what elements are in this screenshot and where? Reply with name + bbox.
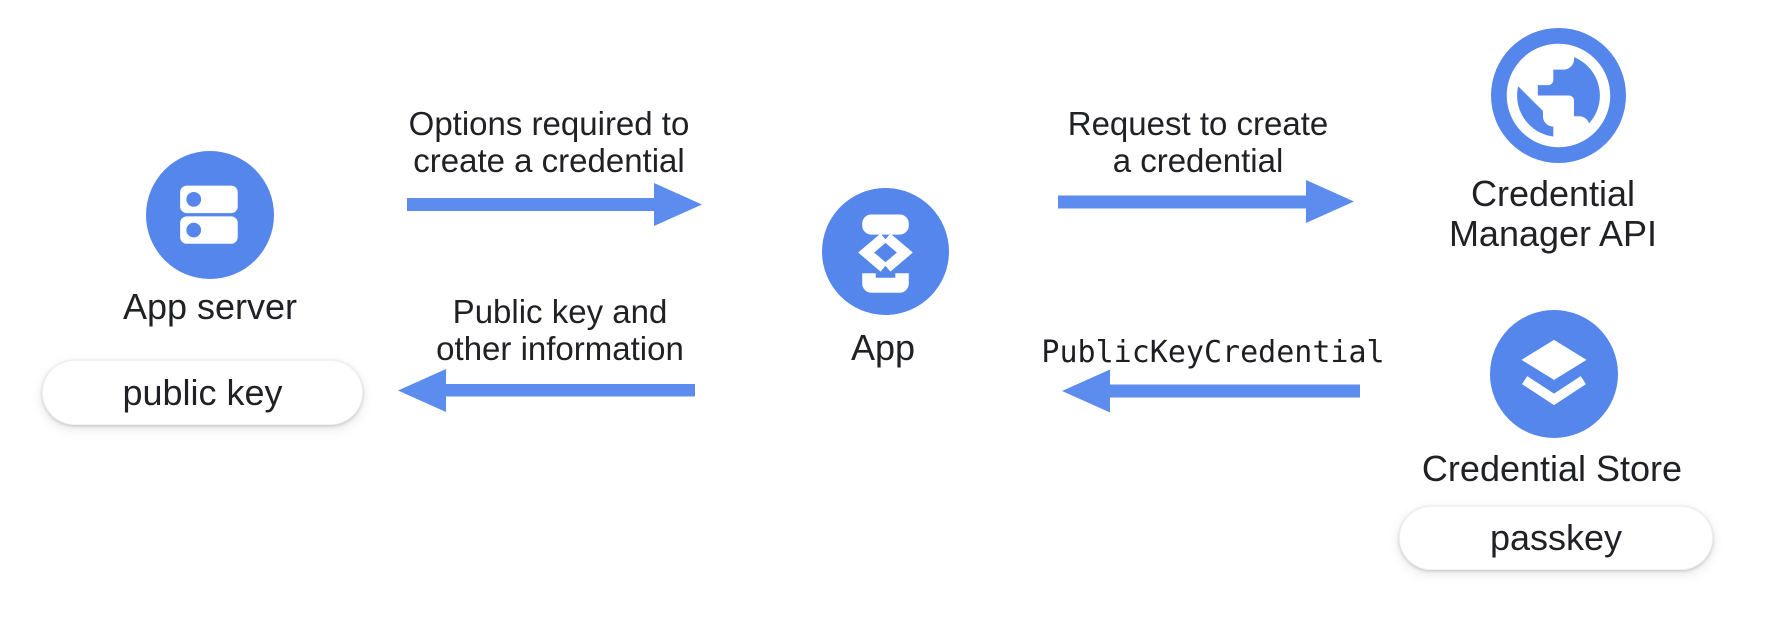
credential-store-node bbox=[1490, 310, 1618, 438]
publickeycredential-annotation: PublicKeyCredential bbox=[1041, 335, 1385, 370]
request-annotation: Request to create a credential bbox=[1068, 105, 1329, 179]
credential-store-label: Credential Store bbox=[1421, 448, 1683, 489]
request-annotation-line1: Request to create bbox=[1067, 105, 1329, 142]
public-key-badge: public key bbox=[42, 360, 363, 425]
passkey-badge: passkey bbox=[1399, 506, 1713, 570]
arrow-options-right bbox=[407, 183, 702, 226]
options-annotation-line1: Options required to bbox=[408, 105, 690, 142]
options-annotation: Options required to create a credential bbox=[409, 105, 690, 179]
passkey-badge-text: passkey bbox=[1489, 517, 1623, 558]
phone-code-icon bbox=[858, 214, 913, 293]
layer-stack-icon bbox=[1521, 339, 1587, 406]
app-server-label: App server bbox=[122, 286, 298, 327]
app-server-node bbox=[146, 151, 274, 279]
arrow-request-right bbox=[1058, 180, 1354, 223]
credential-manager-api-label-line1: Credential bbox=[1470, 173, 1636, 214]
request-annotation-line2: a credential bbox=[1112, 142, 1284, 179]
arrow-public-key-left bbox=[398, 369, 695, 412]
server-icon bbox=[180, 185, 238, 244]
app-node bbox=[822, 188, 949, 315]
app-label: App bbox=[850, 327, 916, 368]
options-annotation-line2: create a credential bbox=[413, 142, 685, 179]
arrow-publickeycredential-left bbox=[1062, 369, 1360, 413]
credential-manager-api-label-line2: Manager API bbox=[1448, 213, 1658, 254]
public-key-info-line1: Public key and bbox=[452, 293, 668, 330]
public-key-info-annotation: Public key and other information bbox=[436, 293, 684, 367]
credential-manager-api-label: Credential Manager API bbox=[1449, 174, 1657, 254]
public-key-badge-text: public key bbox=[122, 371, 283, 413]
globe-icon bbox=[1506, 43, 1611, 148]
public-key-info-line2: other information bbox=[436, 330, 684, 367]
credential-manager-api-node bbox=[1491, 28, 1626, 163]
